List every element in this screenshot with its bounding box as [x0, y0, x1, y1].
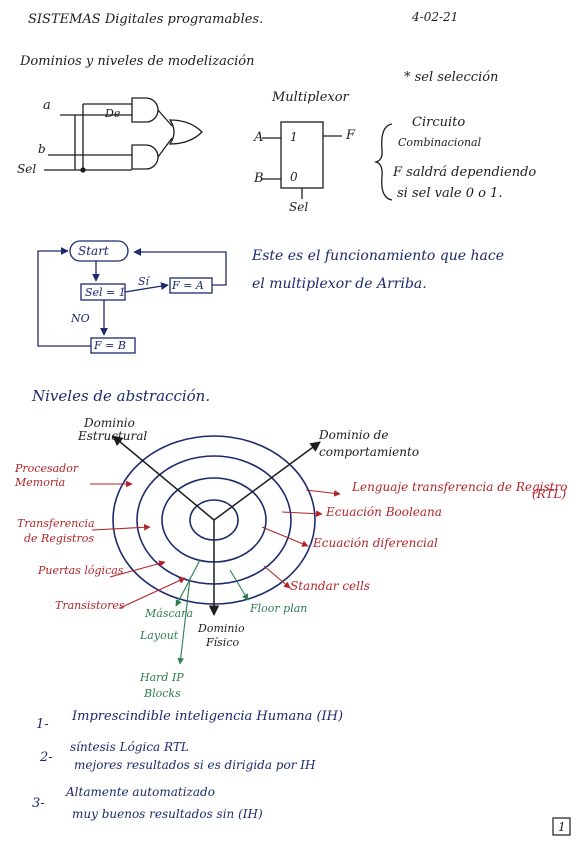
flow-fa: F = A	[172, 279, 204, 292]
label-register-2: de Registros	[24, 532, 94, 545]
label-floor: Floor plan	[250, 602, 308, 615]
mux-title: Multiplexor	[272, 90, 349, 105]
mux-pin-f: F	[346, 128, 356, 143]
mux-desc-4: si sel vale 0 o 1.	[397, 186, 503, 201]
label-register-1: Transferencia	[17, 517, 95, 530]
label-gates: Puertas lógicas	[38, 564, 124, 577]
note-2-num: 2-	[40, 750, 53, 765]
axis-physical-label-1: Dominio	[198, 622, 245, 635]
mux-desc-2: Combinacional	[398, 136, 482, 149]
flow-explain-1: Este es el funcionamiento que hace	[252, 248, 504, 264]
and-gate-top	[131, 97, 159, 123]
label-processor-2: Memoria	[15, 476, 66, 489]
date: 4-02-21	[412, 10, 459, 24]
axis-behavioral-label-2: comportamiento	[319, 445, 420, 459]
note-3-text: Altamente automatizado	[66, 785, 215, 799]
flow-start: Start	[78, 244, 109, 258]
label-diff: Ecuación diferencial	[313, 536, 438, 550]
label-gate: De	[105, 107, 121, 120]
label-hard-1: Hard IP	[140, 671, 184, 684]
mux-pin-a: A	[254, 130, 264, 145]
mux-desc-1: Circuito	[412, 115, 466, 130]
note-3-text2: muy buenos resultados sin (IH)	[72, 807, 263, 821]
mux-block	[262, 121, 393, 201]
label-hard-2: Blocks	[144, 687, 181, 700]
axis-behavioral-label-1: Dominio de	[319, 428, 389, 442]
axis-structural	[112, 435, 215, 521]
brace	[373, 123, 393, 201]
start-shape	[69, 240, 129, 262]
label-rtl-2: (RTL)	[532, 487, 567, 501]
mux-sel: Sel	[289, 200, 309, 214]
label-masks-1: Máscara	[145, 607, 194, 620]
note-1-text: Imprescindible inteligencia Humana (IH)	[72, 709, 344, 724]
label-rtl: Lenguaje transferencia de Registro	[352, 480, 568, 494]
axis-physical-label-2: Físico	[206, 636, 240, 649]
mux-one: 1	[290, 130, 298, 144]
axis-structural-label-1: Dominio	[84, 416, 135, 430]
mux-zero: 0	[290, 170, 298, 184]
page-title: SISTEMAS Digitales programables.	[28, 12, 264, 27]
mux-pin-b: B	[254, 171, 264, 186]
axis-behavioral	[213, 441, 321, 521]
flow-no: NO	[71, 312, 90, 325]
label-processor-1: Procesador	[15, 462, 79, 475]
logic-circuit	[44, 97, 203, 173]
note-2-text: síntesis Lógica RTL	[70, 740, 189, 754]
flowchart	[37, 240, 227, 354]
flow-fb: F = B	[94, 339, 126, 352]
note-2-text2: mejores resultados si es dirigida por IH	[74, 758, 316, 772]
label-boolean: Ecuación Booleana	[326, 505, 442, 519]
note-3-num: 3-	[32, 796, 45, 811]
label-transistors: Transistores	[55, 599, 125, 612]
label-a: a	[43, 98, 51, 113]
abstraction-title: Niveles de abstracción.	[32, 387, 211, 405]
label-sel: Sel	[17, 162, 37, 176]
axis-structural-label-2: Estructural	[78, 429, 148, 443]
label-masks-2: Layout	[140, 629, 179, 642]
page-number: 1	[558, 820, 566, 834]
label-cells: Standar cells	[290, 579, 370, 593]
page-subtitle: Dominios y niveles de modelización	[20, 54, 255, 69]
page-number-box	[552, 817, 571, 836]
y-chart	[90, 435, 341, 665]
flow-yes: Sí	[138, 275, 150, 288]
or-gate	[168, 119, 203, 145]
mux-desc-3: F saldrá dependiendo	[393, 165, 537, 180]
label-b: b	[38, 142, 46, 156]
flow-explain-2: el multiplexor de Arriba.	[252, 276, 427, 292]
and-gate-bottom	[131, 144, 159, 170]
flow-cond: Sel = 1	[85, 286, 126, 299]
note-1-num: 1-	[36, 717, 49, 732]
mux-note: * sel selección	[404, 70, 499, 85]
